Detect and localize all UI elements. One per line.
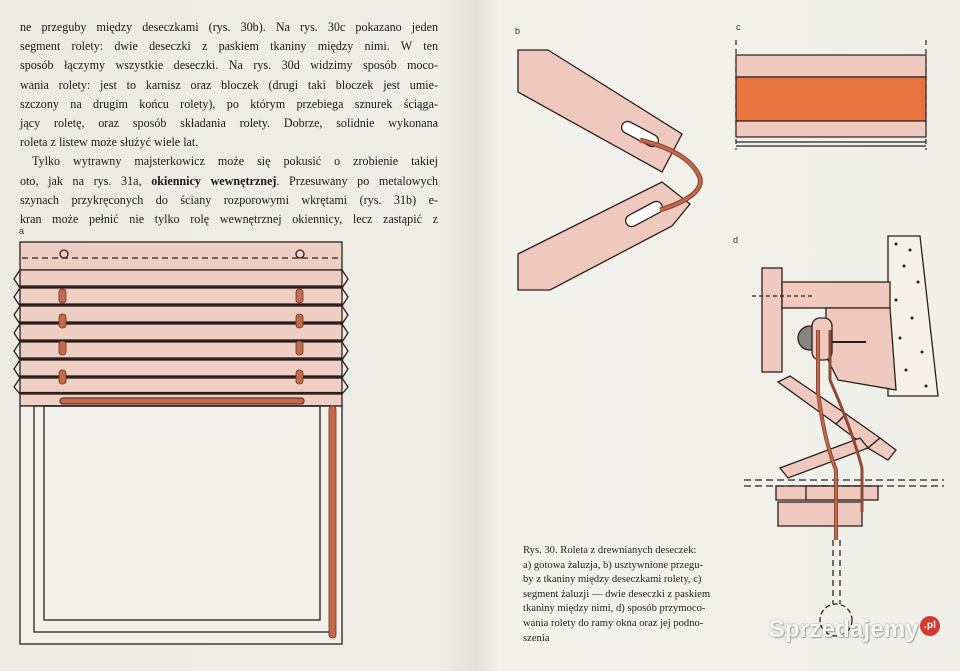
text-line: ne przeguby między deseczkami (rys. 30b)… (20, 20, 438, 34)
figure-label-d: d (733, 235, 739, 245)
text-line-with-bold: oto, jak na rys. 31a, okiennicy wewnętrz… (20, 172, 438, 191)
caption-line: by z tkaniny między deseczkami rolety, c… (523, 574, 702, 586)
text-segment: . Przesuwany po metalowych (276, 173, 438, 188)
text-line: jący roletę, oraz sposób składania rolet… (20, 116, 438, 131)
caption-line: segment żaluzji — dwie deseczki z paskie… (523, 588, 711, 600)
paragraph-2: Tylko wytrawny majsterkowicz może się po… (20, 152, 438, 229)
watermark-suffix: .pl (920, 616, 940, 636)
caption-line: a) gotowa żaluzja, b) usztywnione przegu… (523, 559, 704, 571)
caption-line: tkaniny między nimi, d) sposób przymoco- (523, 603, 706, 615)
text-line: sposób łączymy wszystkie deseczki. Na ry… (20, 58, 438, 73)
figure-label-c: c (736, 22, 741, 32)
text-line: roleta z listew może służyć wiele lat. (20, 135, 199, 150)
text-segment: oto, jak na rys. 31a, (20, 173, 152, 188)
caption-line: wania rolety do ramy okna oraz jej podno… (523, 617, 704, 629)
left-page: ne przeguby między deseczkami (rys. 30b)… (13, 18, 438, 645)
text-line: Tylko wytrawny majsterkowicz może się po… (32, 154, 438, 169)
text-line: wania rolety: jest to karnisz oraz blocz… (20, 77, 438, 92)
text-line: szynach przykręconych do ściany rozporow… (20, 192, 438, 207)
figure-a-blind (13, 241, 349, 645)
figure-label-b: b (515, 26, 521, 36)
text-line: szczony na drugim końcu rolety), po któr… (20, 96, 438, 111)
caption-line: szenia (523, 632, 550, 644)
caption-line: Rys. 30. Roleta z drewnianych deseczek: (523, 545, 697, 556)
figure-label-a: a (19, 226, 25, 236)
watermark-logo: Sprzedajemy.pl (769, 616, 940, 644)
figure-caption: Rys. 30. Roleta z drewnianych deseczek: … (523, 544, 735, 646)
text-line: kran może pełnić nie tylko rolę wewnętrz… (20, 212, 438, 227)
body-text: ne przeguby między deseczkami (rys. 30b)… (20, 18, 438, 229)
watermark-text: Sprzedajemy (768, 616, 919, 643)
text-line: segment rolety: dwie deseczki z paskiem … (20, 39, 438, 54)
bold-term: okiennicy wewnętrznej (151, 173, 277, 188)
paragraph-1: ne przeguby między deseczkami (rys. 30b)… (20, 18, 438, 152)
